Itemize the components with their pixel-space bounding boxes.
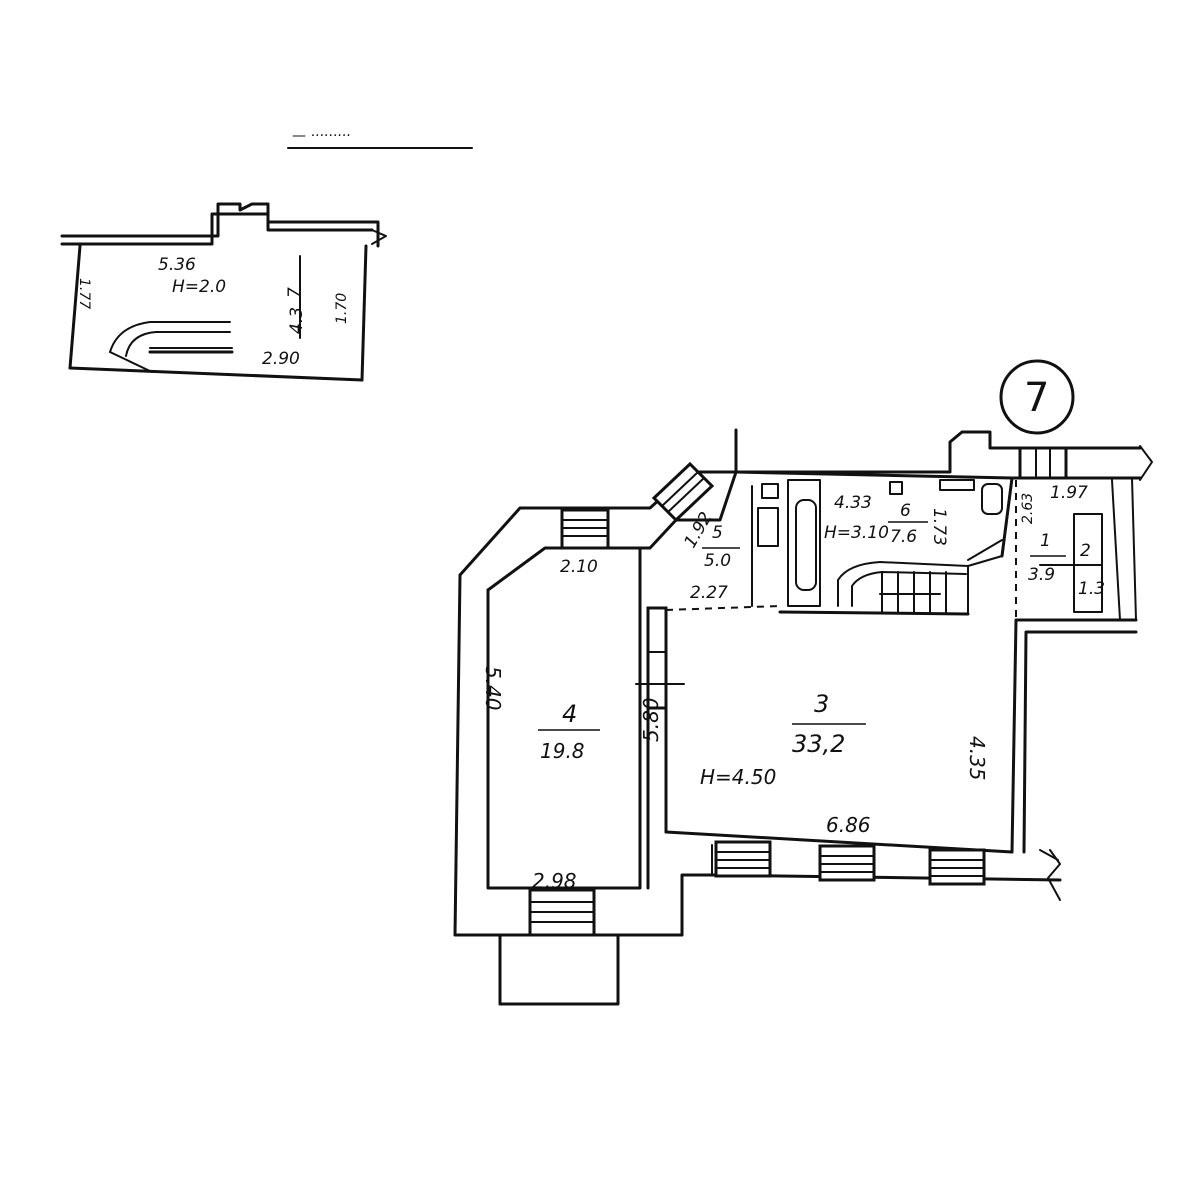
room-1-area: 3.9 [1028, 565, 1055, 585]
dim-2-98: 2.98 [532, 869, 577, 893]
room-2-number: 2 [1080, 541, 1091, 561]
annex-room-area: 4.3 [287, 307, 307, 334]
dim-2-63: 2.63 [1020, 493, 1036, 524]
dimension-labels: 6.86 4.35 5.80 5.40 2.98 2.10 2.27 1.92 … [481, 483, 1088, 893]
annex-room-number: 7 [285, 287, 305, 298]
windows [528, 446, 1068, 937]
room-6-number: 6 [900, 501, 911, 521]
annex-height: H=2.0 [172, 277, 226, 297]
room-4-area: 19.8 [540, 739, 585, 763]
room-4-number: 4 [562, 700, 577, 728]
room-3-height: H=4.50 [700, 765, 776, 789]
annex-dim-top: 5.36 [158, 255, 196, 275]
dim-2-10: 2.10 [560, 557, 598, 577]
dim-4-35: 4.35 [965, 736, 989, 781]
dim-5-80: 5.80 [639, 697, 663, 742]
dim-2-27: 2.27 [690, 583, 728, 603]
room-2-area: 1.3 [1078, 579, 1105, 599]
dim-5-40: 5.40 [481, 666, 505, 711]
room-5-area: 5.0 [704, 551, 731, 571]
dim-6-86: 6.86 [826, 813, 871, 837]
annex-dim-right: 1.70 [334, 293, 350, 324]
annex-dim-bottom: 2.90 [262, 349, 300, 369]
room-3-area: 33,2 [792, 730, 845, 758]
plan-heading-text: — ········· [292, 128, 351, 144]
annex-plan: 5.36 H=2.0 7 4.3 2.90 1.77 1.70 [60, 202, 387, 382]
room-3-number: 3 [814, 690, 829, 718]
room-6-height: H=3.10 [824, 523, 889, 543]
plan-heading: — ········· [287, 128, 473, 149]
room-1-number: 1 [1040, 531, 1051, 551]
dim-1-73: 1.73 [929, 508, 949, 546]
section-marker: 7 [999, 359, 1075, 435]
dim-1-97: 1.97 [1050, 483, 1088, 503]
room-5-number: 5 [712, 523, 723, 543]
room-6-area: 7.6 [890, 527, 917, 547]
room-labels: 3 33,2 H=4.50 4 19.8 5 5.0 6 7.6 H=3.10 … [538, 501, 1105, 789]
section-marker-number: 7 [1024, 375, 1049, 421]
dim-4-33: 4.33 [834, 493, 872, 513]
annex-dim-left: 1.77 [76, 278, 92, 309]
